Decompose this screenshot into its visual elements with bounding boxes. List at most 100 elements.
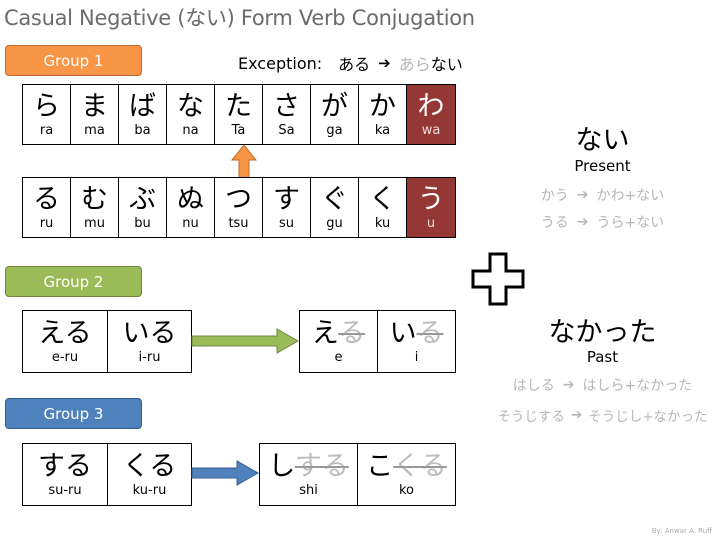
kana: が — [321, 91, 348, 122]
romaji: u — [426, 216, 436, 231]
kana: ぶ — [129, 184, 156, 215]
group3-badge: Group 3 — [5, 398, 142, 429]
arrow-icon: ➔ — [562, 377, 575, 393]
kana: ま — [81, 91, 108, 122]
romaji: ma — [84, 123, 105, 138]
arrow-icon: ➔ — [378, 54, 391, 72]
example-to: はしら+なかった — [582, 378, 693, 394]
author-credit: By: Anwar A. Ruff — [651, 527, 712, 535]
past-example: はしる ➔ はしら+なかった — [490, 375, 715, 395]
romaji: su-ru — [48, 483, 82, 498]
kana-stem: し — [268, 451, 295, 482]
arrow-icon: ➔ — [570, 407, 583, 423]
kana: る — [33, 184, 60, 215]
kana: う — [417, 184, 445, 215]
romaji: e — [334, 350, 343, 365]
exception-from: ある — [338, 55, 371, 74]
kana-struck: る — [338, 318, 366, 349]
kana: く — [369, 184, 396, 215]
up-arrow-icon — [230, 144, 258, 180]
kana-stem: え — [311, 318, 339, 349]
romaji: wa — [421, 123, 441, 138]
romaji: e-ru — [51, 350, 79, 365]
romaji: Sa — [278, 123, 295, 138]
romaji: ba — [134, 123, 151, 138]
exception-label: Exception: — [238, 53, 323, 73]
kana: た — [225, 91, 252, 122]
romaji: bu — [134, 216, 151, 231]
kana: ら — [33, 91, 60, 122]
kana-struck: る — [416, 318, 444, 349]
arrow-icon: ➔ — [576, 187, 589, 203]
romaji: ka — [374, 123, 391, 138]
romaji: Ta — [231, 123, 246, 138]
kana-stem: こ — [366, 451, 394, 482]
example-to: そうじし+なかった — [588, 409, 708, 425]
past-example: そうじする ➔ そうじし+なかった — [490, 405, 715, 425]
example-from: うる — [540, 215, 569, 231]
kana: さ — [273, 91, 300, 122]
example-from: そうじする — [497, 409, 565, 425]
group1-badge: Group 1 — [5, 45, 142, 76]
kana: ば — [129, 91, 156, 122]
example-from: はしる — [512, 378, 555, 394]
kana: ぐ — [321, 184, 348, 215]
exception-tail: ない — [430, 55, 463, 74]
kana: する — [38, 451, 92, 482]
kana-struck: する — [294, 451, 349, 482]
romaji: mu — [84, 216, 105, 231]
exception-note: Exception: ある ➔ あら ない — [238, 51, 463, 75]
page-title: Casual Negative (ない) Form Verb Conjugati… — [4, 6, 475, 30]
arrow-icon: ➔ — [576, 214, 589, 230]
group2-badge: Group 2 — [5, 266, 142, 297]
plus-icon — [471, 252, 525, 306]
kana: か — [369, 91, 396, 122]
romaji: ko — [398, 483, 415, 498]
romaji: shi — [299, 483, 318, 498]
example-to: うら+ない — [596, 215, 665, 231]
kana: いる — [122, 318, 177, 349]
romaji: ku — [374, 216, 391, 231]
romaji: nu — [182, 216, 199, 231]
romaji: i — [414, 350, 419, 365]
kana: む — [81, 184, 108, 215]
example-from: かう — [540, 188, 569, 204]
kana: ぬ — [177, 184, 204, 215]
kana-struck: くる — [393, 451, 447, 482]
kana: くる — [122, 451, 177, 482]
romaji: gu — [326, 216, 343, 231]
kana: つ — [225, 184, 252, 215]
present-heading: ない — [575, 125, 630, 156]
romaji: ru — [39, 216, 54, 231]
kana: える — [38, 318, 92, 349]
kana: な — [177, 91, 204, 122]
present-example: うる ➔ うら+ない — [500, 212, 705, 232]
past-heading: なかった — [548, 317, 657, 348]
present-label: Present — [574, 157, 631, 175]
